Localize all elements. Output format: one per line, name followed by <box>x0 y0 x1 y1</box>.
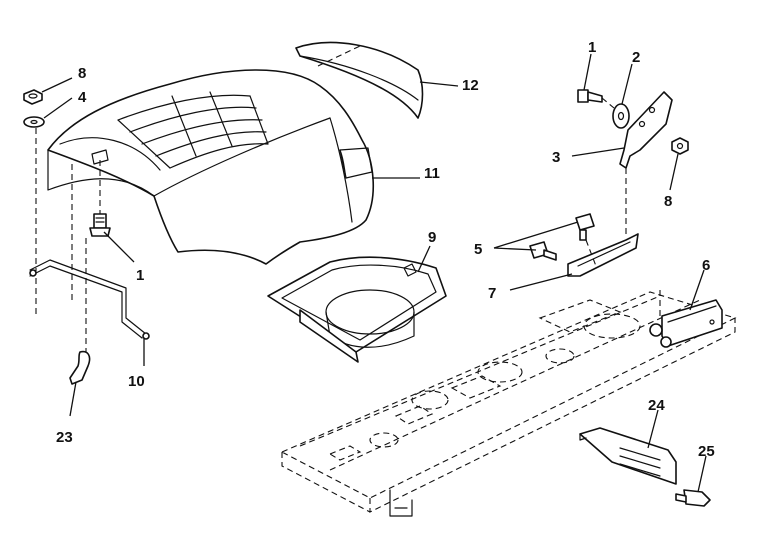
mount-bracket <box>619 91 673 169</box>
hood <box>47 69 375 265</box>
mount-plate <box>567 233 639 277</box>
callout-4: 4 <box>78 89 87 106</box>
bolt-left <box>89 213 111 237</box>
bolts-pair <box>529 213 595 261</box>
callout-3: 3 <box>552 149 560 166</box>
callout-5: 5 <box>474 241 482 258</box>
callout-9: 9 <box>428 229 436 246</box>
chassis-frame <box>280 291 737 517</box>
callout-24: 24 <box>648 397 665 414</box>
bolt-grille <box>675 489 711 507</box>
bolt-right <box>577 89 603 103</box>
leader-lines <box>41 53 707 493</box>
callout-1-right: 1 <box>588 39 596 56</box>
callout-11: 11 <box>424 165 440 182</box>
callout-25: 25 <box>698 443 715 460</box>
callout-10: 10 <box>128 373 145 390</box>
callout-7: 7 <box>488 285 496 302</box>
grille-bracket <box>579 427 677 485</box>
callout-6: 6 <box>702 257 710 274</box>
hood-pan <box>267 256 447 363</box>
callout-1-left: 1 <box>136 267 144 284</box>
callout-12: 12 <box>462 77 479 94</box>
washer-left <box>23 116 45 128</box>
nut-left <box>23 89 43 105</box>
callout-23: 23 <box>56 429 73 446</box>
washer-right <box>612 103 630 129</box>
callout-2: 2 <box>632 49 640 66</box>
nut-right <box>671 137 689 155</box>
side-bracket <box>649 299 723 348</box>
callout-8-left: 8 <box>78 65 86 82</box>
alignment-lines <box>35 45 661 352</box>
hood-support-rod <box>29 259 150 340</box>
hood-clip <box>69 350 91 385</box>
callout-8-right: 8 <box>664 193 672 210</box>
callout-labels: 8 4 1 12 11 9 10 23 1 2 3 8 5 7 6 24 25 <box>56 39 715 460</box>
